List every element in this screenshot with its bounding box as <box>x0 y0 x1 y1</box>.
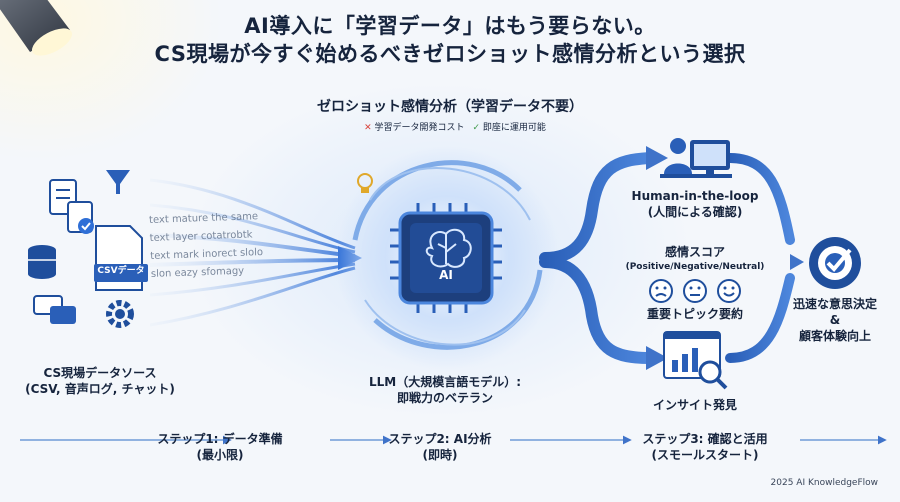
page-title-line1: AI導入に「学習データ」はもう要らない。 <box>244 14 656 38</box>
csv-file-icon <box>94 225 148 291</box>
step-2: ステップ2: AI分析 (即時) <box>360 431 520 463</box>
neutral-face-icon <box>683 279 707 303</box>
step-2-subtitle: (即時) <box>422 448 458 462</box>
cross-icon: ✕ <box>364 123 372 133</box>
lightbulb-icon <box>357 173 373 193</box>
pro-item: ✓ 即座に運用可能 <box>472 123 546 133</box>
swirl-arc <box>364 299 526 346</box>
human-label-line1: Human-in-the-loop <box>631 189 759 203</box>
con-item: ✕ 学習データ開発コスト <box>364 123 465 133</box>
source-label-line1: CS現場データソース <box>43 366 157 380</box>
outcome-line2: & <box>829 313 841 327</box>
ai-chip-icon <box>390 203 502 313</box>
llm-label-line2: 即戦力のベテラン <box>396 391 493 405</box>
operator-icon <box>660 138 732 178</box>
check-icon: ✓ <box>472 123 481 133</box>
chip-label: AI <box>439 268 453 282</box>
outcome-line1: 迅速な意思決定 <box>792 297 877 311</box>
check-document-icon <box>67 201 94 234</box>
llm-label: LLM（大規模言語モデル）: 即戦力のベテラン <box>340 374 550 406</box>
gear-icon <box>106 300 134 328</box>
swirl-arc <box>369 166 531 221</box>
human-label: Human-in-the-loop (人間による確認) <box>615 188 775 220</box>
step-3: ステップ3: 確認と活用 (スモールスタート) <box>620 431 790 463</box>
swirl-arc <box>352 160 522 241</box>
funnel-icon <box>106 170 130 194</box>
pro-con-row: ✕ 学習データ開発コスト ✓ 即座に運用可能 <box>330 120 580 133</box>
brain-icon <box>425 228 472 268</box>
chart-magnifier-icon <box>663 331 728 390</box>
sad-face-icon <box>649 279 673 303</box>
insight-label: インサイト発見 <box>652 398 737 412</box>
source-label: CS現場データソース (CSV, 音声ログ, チャット) <box>15 365 185 397</box>
step-3-subtitle: (スモールスタート) <box>651 448 759 462</box>
sentiment-classes: (Positive/Negative/Neutral) <box>625 262 765 272</box>
outcome-label: 迅速な意思決定 & 顧客体験向上 <box>780 296 890 344</box>
outcome-line3: 顧客体験向上 <box>798 329 871 343</box>
chat-icon <box>33 295 76 324</box>
happy-face-icon <box>717 279 741 303</box>
source-icons <box>28 170 148 328</box>
sentiment-title: 感情スコア <box>664 245 725 259</box>
llm-label-line1: LLM（大規模言語モデル）: <box>368 375 522 389</box>
source-label-line2: (CSV, 音声ログ, チャット) <box>25 382 175 396</box>
human-label-line2: (人間による確認) <box>647 205 743 219</box>
data-stream <box>149 178 362 327</box>
footer-credit: 2025 AI KnowledgeFlow <box>770 478 878 488</box>
step-3-title: ステップ3: 確認と活用 <box>642 432 768 446</box>
step-1: ステップ1: データ準備 (最小限) <box>120 431 320 463</box>
zero-shot-title: ゼロショット感情分析（学習データ不要） <box>317 99 583 115</box>
step-2-title: ステップ2: AI分析 <box>388 432 492 446</box>
branch-arrows <box>539 146 804 370</box>
stream-text: text mature the same text layer cotatrob… <box>149 208 264 284</box>
page-title-line2: CS現場が今すぐ始めるべきゼロショット感情分析という選択 <box>154 42 746 66</box>
csv-badge-label: CSVデータ <box>97 266 145 276</box>
step-1-subtitle: (最小限) <box>196 448 244 462</box>
target-icon <box>809 237 861 289</box>
database-icon <box>28 245 56 279</box>
sentiment-faces <box>649 279 741 303</box>
step-1-title: ステップ1: データ準備 <box>157 432 283 446</box>
summary-label: 重要トピック要約 <box>646 307 743 321</box>
spotlight-icon <box>0 0 72 56</box>
